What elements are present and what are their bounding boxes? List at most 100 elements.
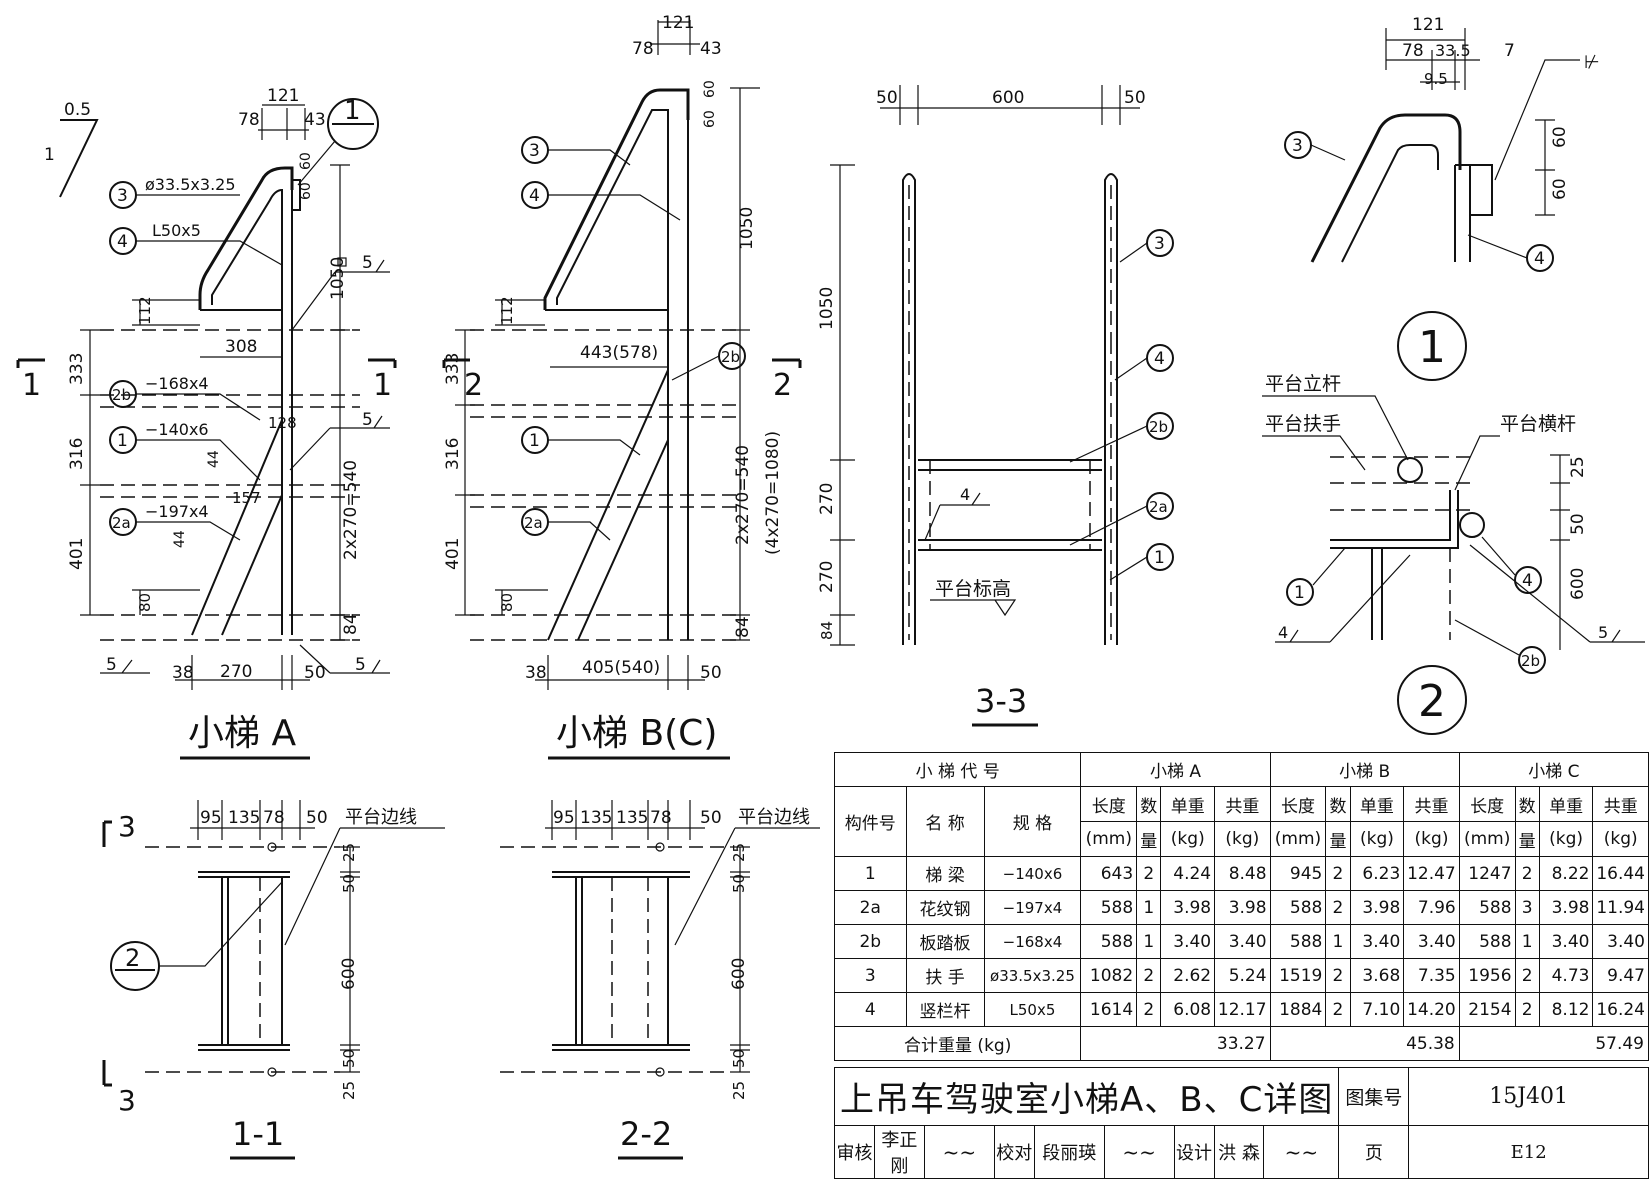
page-label: 页	[1338, 1125, 1410, 1179]
ladder-a-elevation: 0.5 1 121 78 43 1 1050 2x270=540 84 60 6…	[16, 86, 397, 760]
table-cell: 9.47	[1592, 958, 1649, 993]
table-cell: −197x4	[983, 890, 1082, 925]
detail-2-circle	[1397, 665, 1467, 735]
callout-4-b: 4	[529, 186, 540, 206]
sub-unit: 单重	[1160, 786, 1216, 822]
sub-unit-unit: (kg)	[1349, 821, 1405, 857]
d2-callout-1: 1	[1294, 583, 1305, 603]
dim-270: 270	[220, 662, 252, 682]
dim-333: 333	[67, 353, 87, 385]
detail-2-title: 2	[1418, 676, 1446, 727]
slope-h-label: 0.5	[64, 100, 91, 120]
sub-len-unit: (mm)	[1458, 821, 1516, 857]
sub-qty: 数	[1514, 786, 1540, 822]
table-cell: 7.96	[1403, 890, 1460, 925]
table-cell: 1	[1325, 924, 1351, 959]
total-b: 45.38	[1269, 1026, 1460, 1061]
table-cell: −140x6	[983, 856, 1082, 891]
d2-callout-2b: 2b	[1521, 652, 1540, 670]
callout-3-33: 3	[1154, 234, 1165, 254]
table-cell: 2	[1136, 992, 1162, 1027]
detail-ref-1-circle	[327, 98, 379, 150]
dim-50b-33: 50	[1124, 88, 1146, 108]
s11-dim-95: 95	[200, 808, 222, 828]
atlas-label: 图集号	[1338, 1067, 1410, 1126]
s22-v600: 600	[729, 958, 749, 990]
sub-len: 长度	[1458, 786, 1516, 822]
designer-signature: ~~	[1263, 1125, 1340, 1179]
dim-60b: 60	[298, 182, 314, 200]
total-label: 合计重量 (kg)	[833, 1026, 1082, 1061]
callout-2a: 2a	[112, 514, 131, 532]
table-cell: 3.98	[1160, 890, 1216, 925]
page-number: E12	[1408, 1125, 1649, 1179]
sub-len: 长度	[1269, 786, 1327, 822]
dim-84-b: 84	[733, 616, 753, 638]
dim-270b-33: 270	[817, 561, 837, 593]
dim-60a: 60	[298, 152, 314, 170]
table-cell: L50x5	[983, 992, 1082, 1027]
callout-2b-33: 2b	[1149, 418, 1168, 436]
table-cell: 14.20	[1403, 992, 1460, 1027]
callout-3: 3	[117, 186, 128, 206]
table-cell: 4.24	[1160, 856, 1216, 891]
col-spec: 规 格	[983, 786, 1082, 857]
callout-3-b: 3	[529, 141, 540, 161]
table-unit-row: (mm)量(kg)(kg) (mm)量(kg)(kg) (mm)量(kg)(kg…	[835, 821, 1649, 857]
check-label: 校对	[993, 1125, 1035, 1179]
weld-4-33: 4	[960, 485, 970, 504]
table-cell: 1	[1514, 924, 1540, 959]
dim-50a-33: 50	[876, 88, 898, 108]
dim-270a-33: 270	[817, 483, 837, 515]
dim-401-b: 401	[443, 538, 463, 570]
table-cell: 3.98	[1214, 890, 1271, 925]
d1-dim-121: 121	[1412, 15, 1444, 35]
callout-1-33: 1	[1154, 548, 1165, 568]
callout-2b: 2b	[112, 386, 131, 404]
total-a: 33.27	[1080, 1026, 1271, 1061]
table-cell: 3.98	[1349, 890, 1405, 925]
table-cell: 945	[1269, 856, 1327, 891]
slope-v-label: 1	[44, 145, 55, 165]
dim-44b: 44	[172, 530, 188, 548]
dim-121: 121	[267, 86, 299, 106]
table-cell: 2	[1136, 958, 1162, 993]
reviewer-name: 李正刚	[873, 1125, 925, 1179]
callout-1-b: 1	[529, 431, 540, 451]
drawing-title: 上吊车驾驶室小梯A、B、C详图	[833, 1067, 1340, 1126]
table-cell: 2	[1514, 958, 1540, 993]
s11-v50a: 50	[340, 874, 358, 893]
sub-total: 共重	[1214, 786, 1271, 822]
dim-157: 157	[232, 489, 261, 507]
sub-unit-unit: (kg)	[1160, 821, 1216, 857]
ladder-bc-title: 小梯 B(C)	[556, 713, 717, 754]
detail-ref-1-label: 1	[344, 96, 361, 126]
table-cell: 7.10	[1349, 992, 1405, 1027]
dim-60b-b: 60	[702, 110, 718, 128]
table-cell: 5.24	[1214, 958, 1271, 993]
section-1-1-title: 1-1	[232, 1115, 284, 1153]
label-plate1: −140x6	[145, 420, 209, 439]
table-cell: 1519	[1269, 958, 1327, 993]
section-mark-1-right: 1	[373, 368, 392, 403]
table-cell: 2	[1325, 958, 1351, 993]
s22-v25a: 25	[730, 843, 748, 862]
dim-4x270-b: (4x270=1080)	[763, 431, 783, 555]
table-cell: 1	[834, 856, 907, 891]
table-cell: 2	[1136, 856, 1162, 891]
dim-600-33: 600	[992, 88, 1024, 108]
sub-qty-unit: 量	[1514, 821, 1540, 857]
sub-total-unit: (kg)	[1592, 821, 1649, 857]
sub-total: 共重	[1403, 786, 1460, 822]
table-cell: 8.12	[1538, 992, 1594, 1027]
weld-5d: 5	[362, 410, 373, 430]
dim-38-b: 38	[525, 663, 547, 683]
table-cell: 6.08	[1160, 992, 1216, 1027]
s22-v25b: 25	[730, 1081, 748, 1100]
table-cell: 2b	[834, 924, 907, 959]
ladder-a-title: 小梯 A	[188, 713, 296, 754]
